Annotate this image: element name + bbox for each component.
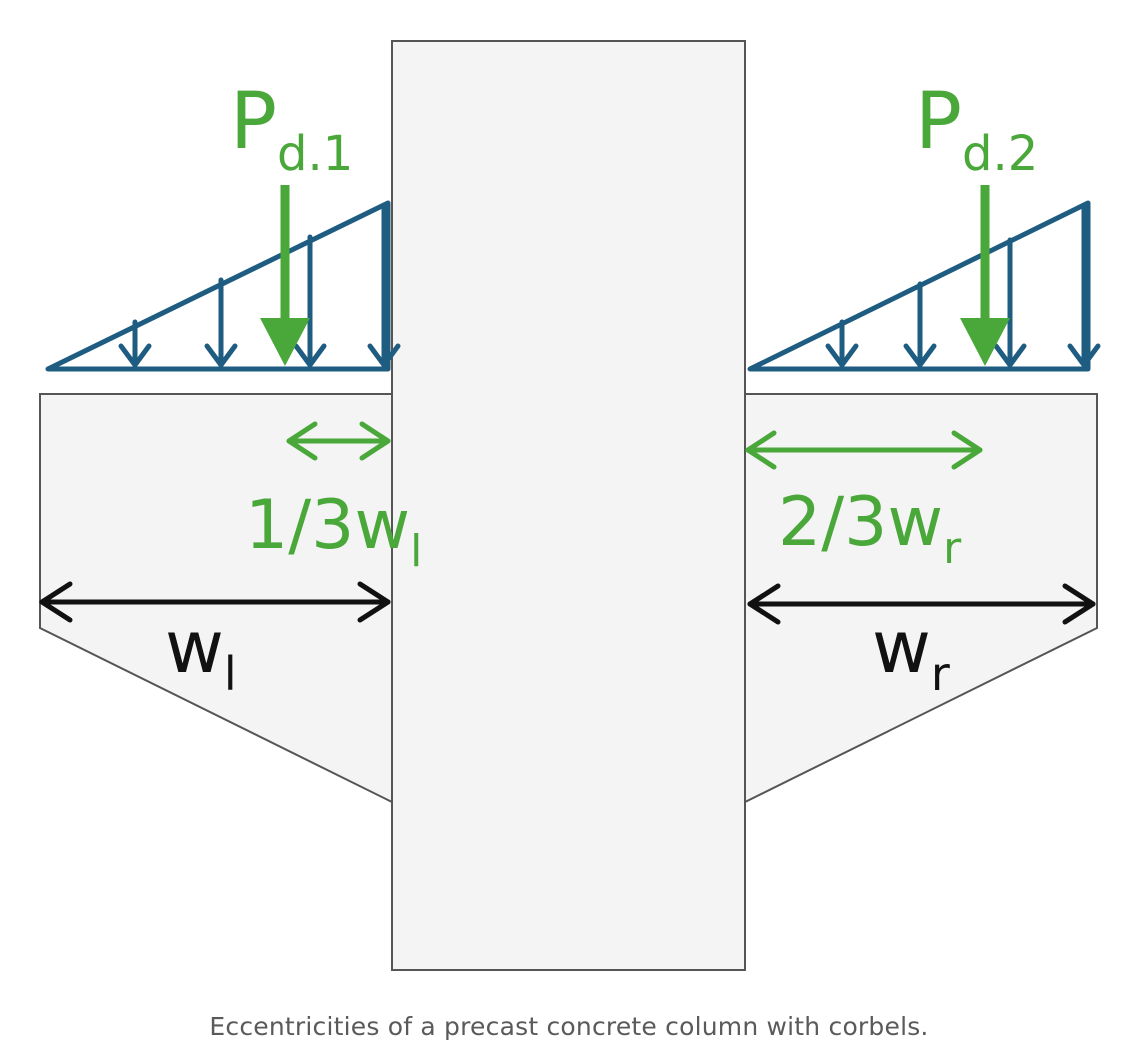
- left-width-label: wl: [165, 605, 237, 701]
- left-eccentricity-label-main: 1/3w: [245, 486, 410, 565]
- left-eccentricity-label: 1/3wl: [245, 486, 422, 577]
- left-eccentricity-arrow: [286, 421, 391, 461]
- left-load-label-sub: d.1: [277, 126, 353, 182]
- left-point-load-arrow: [260, 185, 310, 366]
- left-width-dimension: [39, 581, 391, 623]
- column: [391, 40, 746, 971]
- right-eccentricity-label-main: 2/3w: [778, 483, 943, 562]
- left-distributed-load: [45, 200, 401, 372]
- right-load-label: Pd.2: [915, 77, 1038, 182]
- right-width-label: wr: [872, 605, 950, 701]
- right-point-load-arrow: [960, 185, 1010, 366]
- right-eccentricity-label: 2/3wr: [778, 483, 962, 574]
- left-load-triangle: [45, 200, 391, 372]
- right-load-arrows: [825, 202, 1101, 368]
- right-distributed-load: [747, 200, 1101, 372]
- right-width-label-main: w: [872, 605, 931, 689]
- right-width-label-sub: r: [931, 647, 950, 701]
- right-eccentricity-label-sub: r: [943, 523, 962, 574]
- left-load-label: Pd.1: [230, 77, 353, 182]
- left-corbel: [39, 393, 393, 804]
- left-width-label-sub: l: [224, 647, 237, 701]
- right-load-label-sub: d.2: [962, 126, 1038, 182]
- left-eccentricity-label-sub: l: [410, 526, 422, 577]
- figure-caption: Eccentricities of a precast concrete col…: [209, 1012, 929, 1041]
- left-width-label-main: w: [165, 605, 224, 689]
- right-load-label-main: P: [915, 77, 962, 167]
- left-load-arrows: [118, 202, 401, 368]
- right-corbel: [744, 393, 1098, 804]
- left-load-label-main: P: [230, 77, 277, 167]
- corbel-eccentricity-diagram: Pd.1 Pd.2 1/3wl 2/3wr wl wr: [39, 40, 1101, 971]
- right-eccentricity-arrow: [745, 430, 983, 470]
- right-width-dimension: [747, 583, 1096, 625]
